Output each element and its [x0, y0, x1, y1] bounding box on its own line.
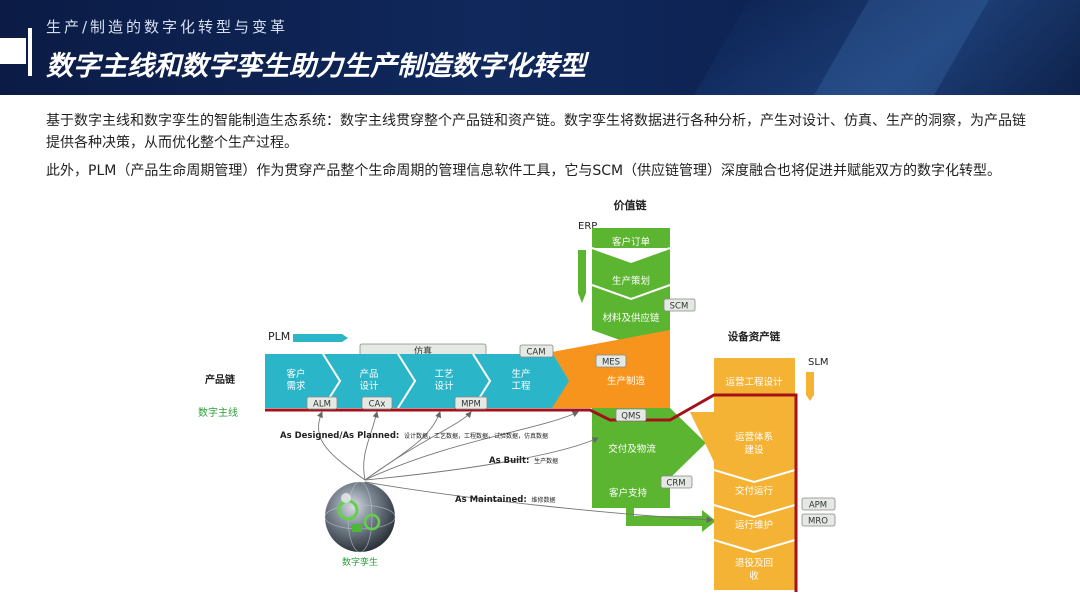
as-designed-detail: 设计数据，工艺数据，工程数据，试验数据，仿真数据: [404, 432, 548, 440]
flow-arrow: [316, 411, 366, 481]
digital-twin-sphere-icon: [324, 481, 396, 553]
digital-twin-label: 数字孪生: [342, 556, 378, 568]
value-chain-title: 价值链: [614, 198, 648, 212]
mro-tag: [801, 513, 836, 527]
product-stage-label: 工艺: [434, 369, 453, 380]
as-maintained-title: As Maintained:: [455, 495, 527, 505]
product-stage-label: 设计: [359, 380, 379, 392]
delivery-logistics-block: [592, 408, 706, 478]
value-stage-label: 客户订单: [612, 236, 651, 248]
as-built-title: As Built:: [489, 456, 529, 466]
asset-stage-run-maintenance: [714, 505, 795, 552]
asset-stage-label: 运营工程设计: [725, 376, 783, 388]
manufacturing-block: [552, 330, 670, 408]
digital-thread-line: [265, 393, 798, 592]
flow-arrow: [364, 481, 713, 523]
apm-label: APM: [809, 501, 827, 511]
plm-label: PLM: [268, 330, 290, 343]
cam-label: CAM: [526, 348, 545, 358]
flow-arrow: [364, 437, 599, 481]
banner-divider: [28, 28, 32, 76]
product-chain-label: 产品链: [205, 373, 236, 386]
asset-stage-label: 运营体系: [735, 431, 773, 443]
flow-arrow: [364, 411, 579, 481]
title-banner: 生产/制造的数字化转型与变革 数字主线和数字孪生助力生产制造数字化转型: [0, 0, 1080, 95]
mes-tag: [595, 354, 627, 368]
asset-stage-ops-system: [714, 402, 795, 482]
asset-stage-ops-system-shoulder: [690, 412, 714, 462]
mpm-tag: [454, 396, 488, 410]
slm-arrow: [806, 372, 814, 401]
as-built-detail: 生产数据: [534, 457, 558, 465]
banner-block-icon: [0, 38, 26, 64]
cax-label: CAx: [369, 400, 386, 410]
intro-paragraph: 基于数字主线和数字孪生的智能制造生态系统：数字主线贯穿整个产品链和资产链。数字孪…: [46, 113, 1026, 151]
asset-stage-delivery-run: [714, 470, 795, 517]
value-stage-customer-order: [592, 228, 670, 248]
flow-arrow: [363, 411, 379, 481]
asset-stage-label: 建设: [744, 444, 764, 456]
apm-tag: [801, 497, 836, 511]
cax-tag: [361, 396, 393, 410]
support-to-maintenance-arrow: [626, 508, 716, 532]
product-stage-label: 客户: [286, 368, 305, 380]
as-designed-title: As Designed/As Planned:: [280, 431, 399, 441]
qms-tag: [615, 408, 647, 422]
scm-tag: [663, 298, 696, 312]
product-stage-label: 产品: [359, 368, 378, 380]
value-stage-label: 生产策划: [612, 275, 650, 287]
plm-scm-paragraph: 此外，PLM（产品生命周期管理）作为贯穿产品整个生命周期的管理信息软件工具，它与…: [46, 163, 1002, 179]
asset-stage-label: 运行维护: [735, 519, 773, 531]
value-stage-supply-chain: [592, 285, 670, 344]
section-subtitle: 生产/制造的数字化转型与变革: [46, 18, 289, 36]
cam-tag: [519, 344, 554, 358]
value-stage-label: 材料及供应链: [602, 312, 660, 324]
mpm-label: MPM: [461, 400, 481, 410]
page-title: 数字主线和数字孪生助力生产制造数字化转型: [46, 51, 586, 82]
erp-arrow: [578, 250, 586, 303]
product-stage-label: 设计: [434, 380, 454, 392]
product-stage-label: 需求: [286, 380, 306, 392]
asset-stage-retire-recycle: [714, 540, 795, 590]
flow-arrow: [364, 411, 472, 481]
digital-thread-label: 数字主线: [198, 406, 238, 419]
erp-label: ERP: [578, 221, 597, 232]
flow-arrow: [364, 411, 442, 481]
product-stage-label: 生产: [511, 368, 530, 380]
as-built-annotation: As Built: 生产数据: [489, 456, 558, 466]
qms-label: QMS: [621, 412, 640, 422]
asset-chain-title: 设备资产链: [728, 330, 781, 343]
product-stage-customer-requirement: [265, 354, 340, 408]
customer-support-label: 客户支持: [609, 487, 648, 499]
crm-label: CRM: [666, 479, 685, 489]
product-stage-production-engineering: [472, 354, 570, 408]
slm-label: SLM: [808, 357, 829, 368]
asset-stage-label: 退役及回: [735, 557, 773, 569]
mes-label: MES: [602, 358, 620, 368]
asset-stage-label: 收: [749, 570, 759, 582]
asset-stage-ops-design: [714, 358, 795, 402]
as-maintained-annotation: As Maintained: 维修数据: [455, 495, 556, 505]
asset-stage-label: 交付运行: [735, 485, 774, 497]
crm-tag: [660, 475, 693, 489]
mro-label: MRO: [808, 517, 828, 527]
alm-tag: [306, 396, 338, 410]
product-stage-process-design: [397, 354, 490, 408]
product-stage-label: 工程: [511, 381, 531, 392]
delivery-label: 交付及物流: [608, 443, 656, 455]
product-stage-product-design: [322, 354, 415, 408]
value-stage-production-planning: [592, 248, 670, 299]
plm-arrow: [293, 334, 348, 342]
as-designed-annotation: As Designed/As Planned: 设计数据，工艺数据，工程数据，试…: [280, 431, 548, 441]
manufacturing-label: 生产制造: [607, 375, 646, 387]
customer-support-block: [592, 478, 670, 508]
scm-label: SCM: [670, 302, 689, 312]
alm-label: ALM: [313, 400, 331, 410]
as-maintained-detail: 维修数据: [531, 496, 555, 504]
